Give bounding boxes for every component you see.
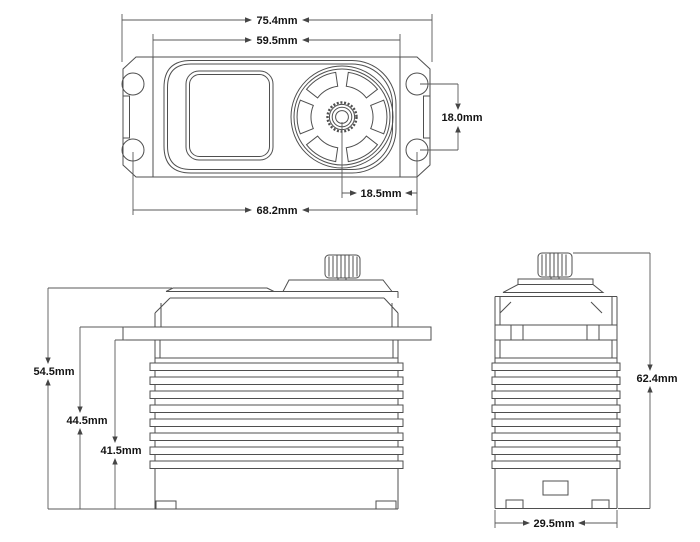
arc-slot (370, 99, 388, 135)
dim-hole-horizontal-spacing-label: 68.2mm (257, 205, 298, 217)
connector-slot (542, 480, 569, 496)
arc-slot (296, 99, 314, 135)
side-view: 62.4mm 29.5mm (491, 252, 678, 530)
fin (149, 432, 404, 441)
arc-slot (345, 71, 379, 99)
flange-edge-notches (123, 95, 430, 139)
fin (491, 432, 621, 441)
cover-plate-inner (189, 74, 270, 157)
dim-shaft-to-holes: 18.5mm (341, 122, 417, 200)
front-cap-outline (154, 297, 399, 327)
dim-hole-horizontal-spacing: 68.2mm (132, 152, 418, 217)
top-view: 75.4mm 59.5mm 18.0mm 18.5mm 68.2mm (121, 14, 483, 217)
dim-case-width-label: 59.5mm (257, 35, 298, 47)
dim-case-depth: 29.5mm (494, 510, 618, 530)
dim-overall-height-side-label: 62.4mm (637, 373, 678, 385)
shaft-stem-front (337, 278, 347, 280)
fin (149, 376, 404, 385)
dim-flange-bottom-height: 41.5mm (101, 339, 142, 509)
fin (491, 460, 621, 469)
shaft-mount-pedestal (502, 284, 605, 293)
spline-shaft-side-teeth (541, 253, 567, 277)
fin (491, 446, 621, 455)
dim-case-width: 59.5mm (152, 34, 401, 57)
arc-slot (305, 135, 339, 163)
dim-flange-top-height: 44.5mm (67, 326, 125, 509)
dim-case-depth-label: 29.5mm (534, 518, 575, 530)
arc-slot (305, 71, 339, 99)
foot-side-left (505, 499, 524, 509)
fin (491, 376, 621, 385)
dim-hole-vertical-spacing: 18.0mm (420, 83, 483, 151)
arc-slot (345, 135, 379, 163)
top-cover-contour-outer (163, 60, 397, 174)
top-step-lines (165, 279, 399, 298)
dim-overall-height-side: 62.4mm (573, 252, 678, 509)
foot-side-right (591, 499, 610, 509)
boss-arc-slots (296, 71, 388, 163)
cooling-fins-front (149, 362, 404, 469)
dim-overall-height-front-label: 54.5mm (34, 366, 75, 378)
cooling-fins-side (491, 362, 621, 469)
fin (149, 362, 404, 371)
dim-flange-top-height-label: 44.5mm (67, 415, 108, 427)
dim-hole-vertical-spacing-label: 18.0mm (442, 112, 483, 124)
side-body-outline (494, 296, 618, 509)
fin (491, 390, 621, 399)
fin (149, 446, 404, 455)
dim-shaft-to-holes-label: 18.5mm (361, 188, 402, 200)
front-view: 54.5mm 44.5mm 41.5mm (34, 254, 432, 510)
flange-separator-lines (152, 57, 401, 177)
cover-plate-outer (185, 70, 274, 161)
mounting-flange-front (122, 326, 432, 341)
fin (149, 418, 404, 427)
mounting-hole (121, 72, 145, 96)
shaft-mount-plate (517, 278, 594, 285)
fin (149, 460, 404, 469)
dim-overall-height-front: 54.5mm (34, 287, 172, 510)
fin (149, 404, 404, 413)
fin (149, 390, 404, 399)
fin (491, 362, 621, 371)
fin (491, 404, 621, 413)
dim-overall-width-label: 75.4mm (257, 15, 298, 27)
dim-flange-bottom-height-label: 41.5mm (101, 445, 142, 457)
dim-overall-width: 75.4mm (121, 14, 433, 62)
spline-shaft-front-teeth (328, 255, 358, 278)
foot-front-right (375, 500, 397, 510)
fin (491, 418, 621, 427)
spline-shaft-front (324, 254, 361, 279)
spline-shaft-side (537, 252, 573, 278)
foot-front-left (155, 500, 177, 510)
top-cover-contour-inner (167, 63, 394, 171)
